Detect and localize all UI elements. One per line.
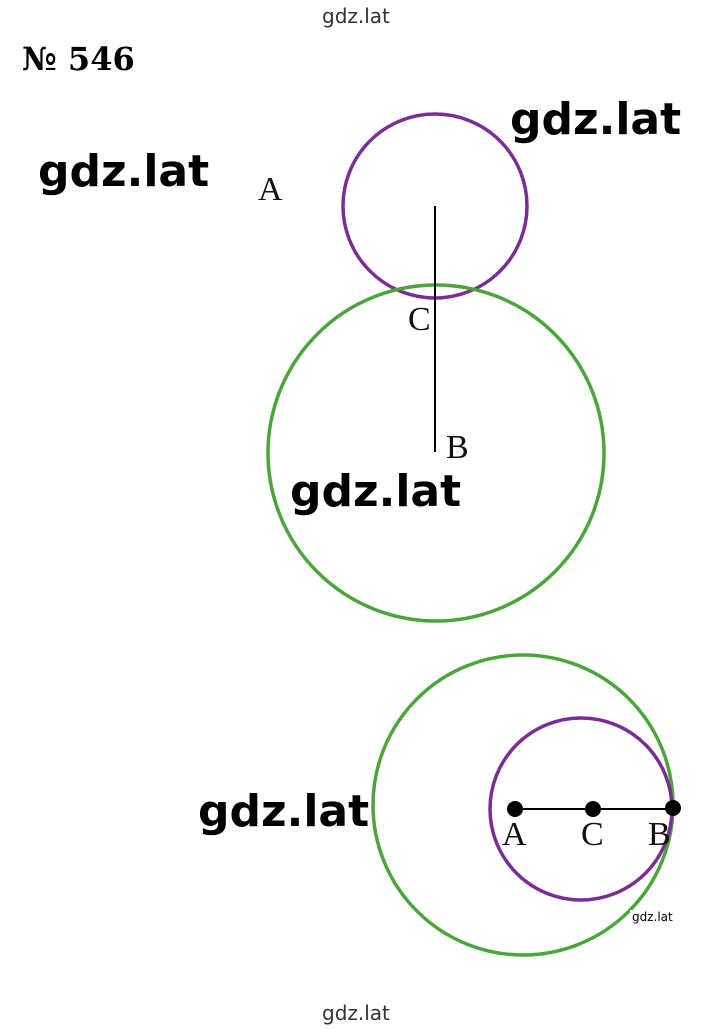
figure-2-label-c: C <box>581 816 604 853</box>
watermark-bottom: gdz.lat <box>322 1001 390 1025</box>
figure-2-label-b: B <box>648 816 671 853</box>
watermark-big-3: gdz.lat <box>290 466 462 517</box>
figure-2-point-b <box>665 800 681 816</box>
figure-1: A C B <box>258 112 606 623</box>
figure-2-point-a <box>507 801 523 817</box>
watermark-big-1: gdz.lat <box>510 94 682 145</box>
figure-2-large-circle <box>371 653 675 957</box>
watermark-big-4: gdz.lat <box>198 786 370 837</box>
figure-2-label-a: A <box>502 816 527 853</box>
figure-2-point-c <box>585 801 601 817</box>
problem-number: № 546 <box>22 40 135 78</box>
figure-1-label-a: A <box>258 171 283 208</box>
figure-1-label-b: B <box>446 429 469 466</box>
watermark-tiny: gdz.lat <box>630 910 675 924</box>
figure-2: A C B <box>371 653 681 957</box>
watermark-top: gdz.lat <box>322 4 390 28</box>
watermark-big-2: gdz.lat <box>38 146 210 197</box>
figure-1-label-c: C <box>408 301 431 338</box>
